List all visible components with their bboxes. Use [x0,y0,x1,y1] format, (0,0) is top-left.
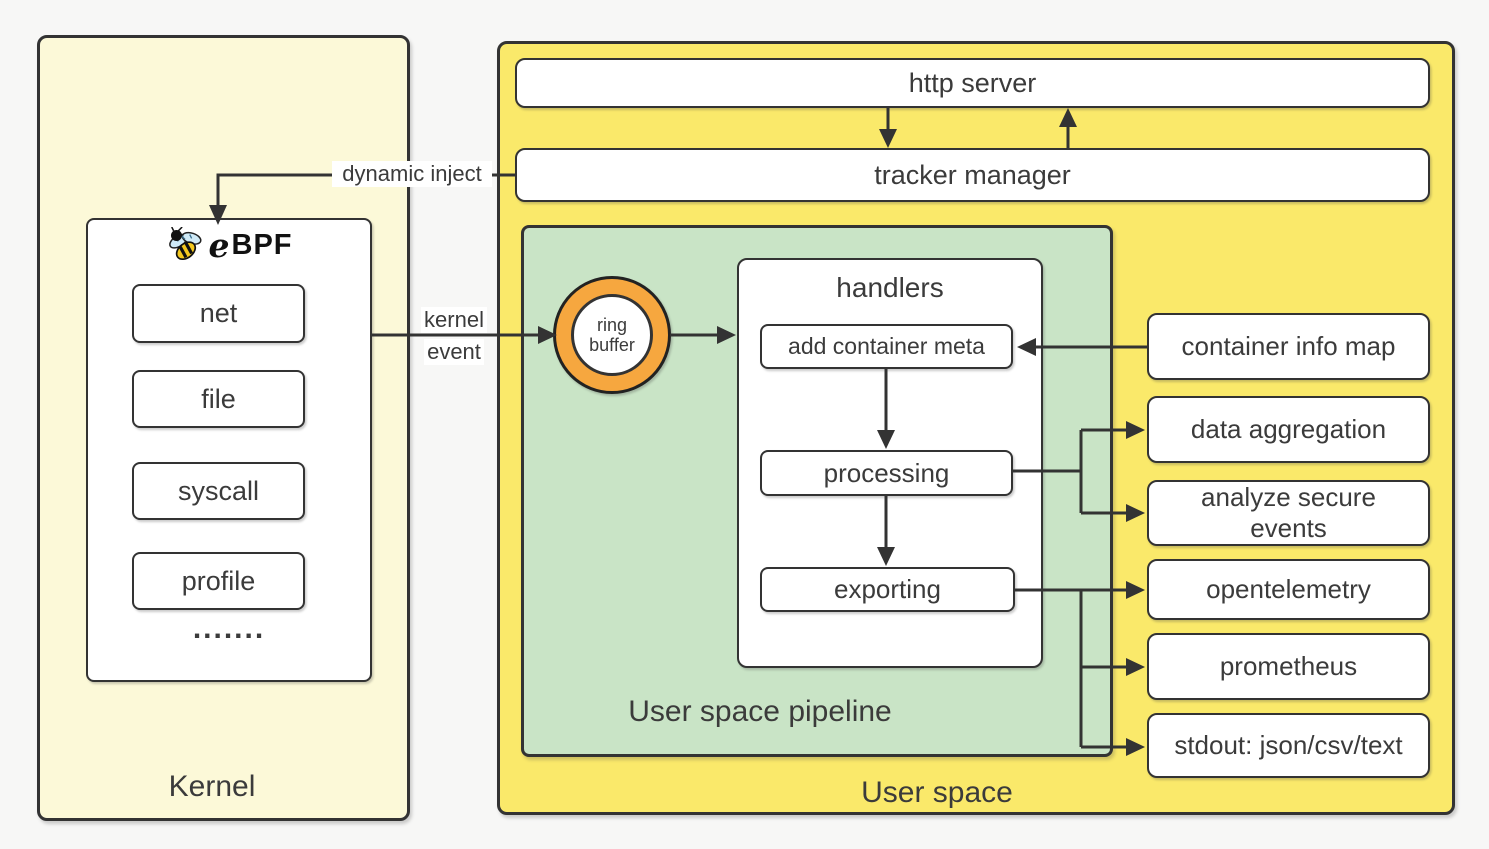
http-server-box: http server [515,58,1430,108]
bee-icon [166,227,204,263]
output-prometheus: prometheus [1147,633,1430,700]
output-stdout: stdout: json/csv/text [1147,713,1430,778]
output-data-aggregation: data aggregation [1147,396,1430,463]
program-box-file: file [132,370,305,428]
ebpf-logo: e BPF [86,222,372,268]
kernel-label: Kernel [168,770,256,803]
program-box-syscall: syscall [132,462,305,520]
pipeline-label: User space pipeline [628,695,892,728]
kernel-event-line1: kernel [421,307,487,333]
ebpf-logo-e: e [208,225,230,265]
ring-buffer: ring buffer [571,294,653,376]
kernel-event-line2: event [424,339,484,365]
handlers-title: handlers [836,272,944,303]
user-space-label: User space [861,776,1013,809]
program-box-net: net [132,284,305,343]
program-ellipsis: ....... [192,612,266,645]
program-box-profile: profile [132,552,305,610]
ring-buffer-line1: ring [596,315,627,335]
ring-buffer-line2: buffer [589,335,635,355]
dynamic-inject-label: dynamic inject [332,161,492,187]
step-exporting: exporting [760,567,1015,612]
step-add-container-meta: add container meta [760,324,1013,369]
ebpf-logo-bpf: BPF [231,228,293,261]
output-analyze-secure-events: analyze secure events [1147,480,1430,546]
step-processing: processing [760,450,1013,496]
output-opentelemetry: opentelemetry [1147,559,1430,620]
kernel-event-label: kernel event [416,307,492,365]
output-container-info-map: container info map [1147,313,1430,380]
tracker-manager-box: tracker manager [515,148,1430,202]
